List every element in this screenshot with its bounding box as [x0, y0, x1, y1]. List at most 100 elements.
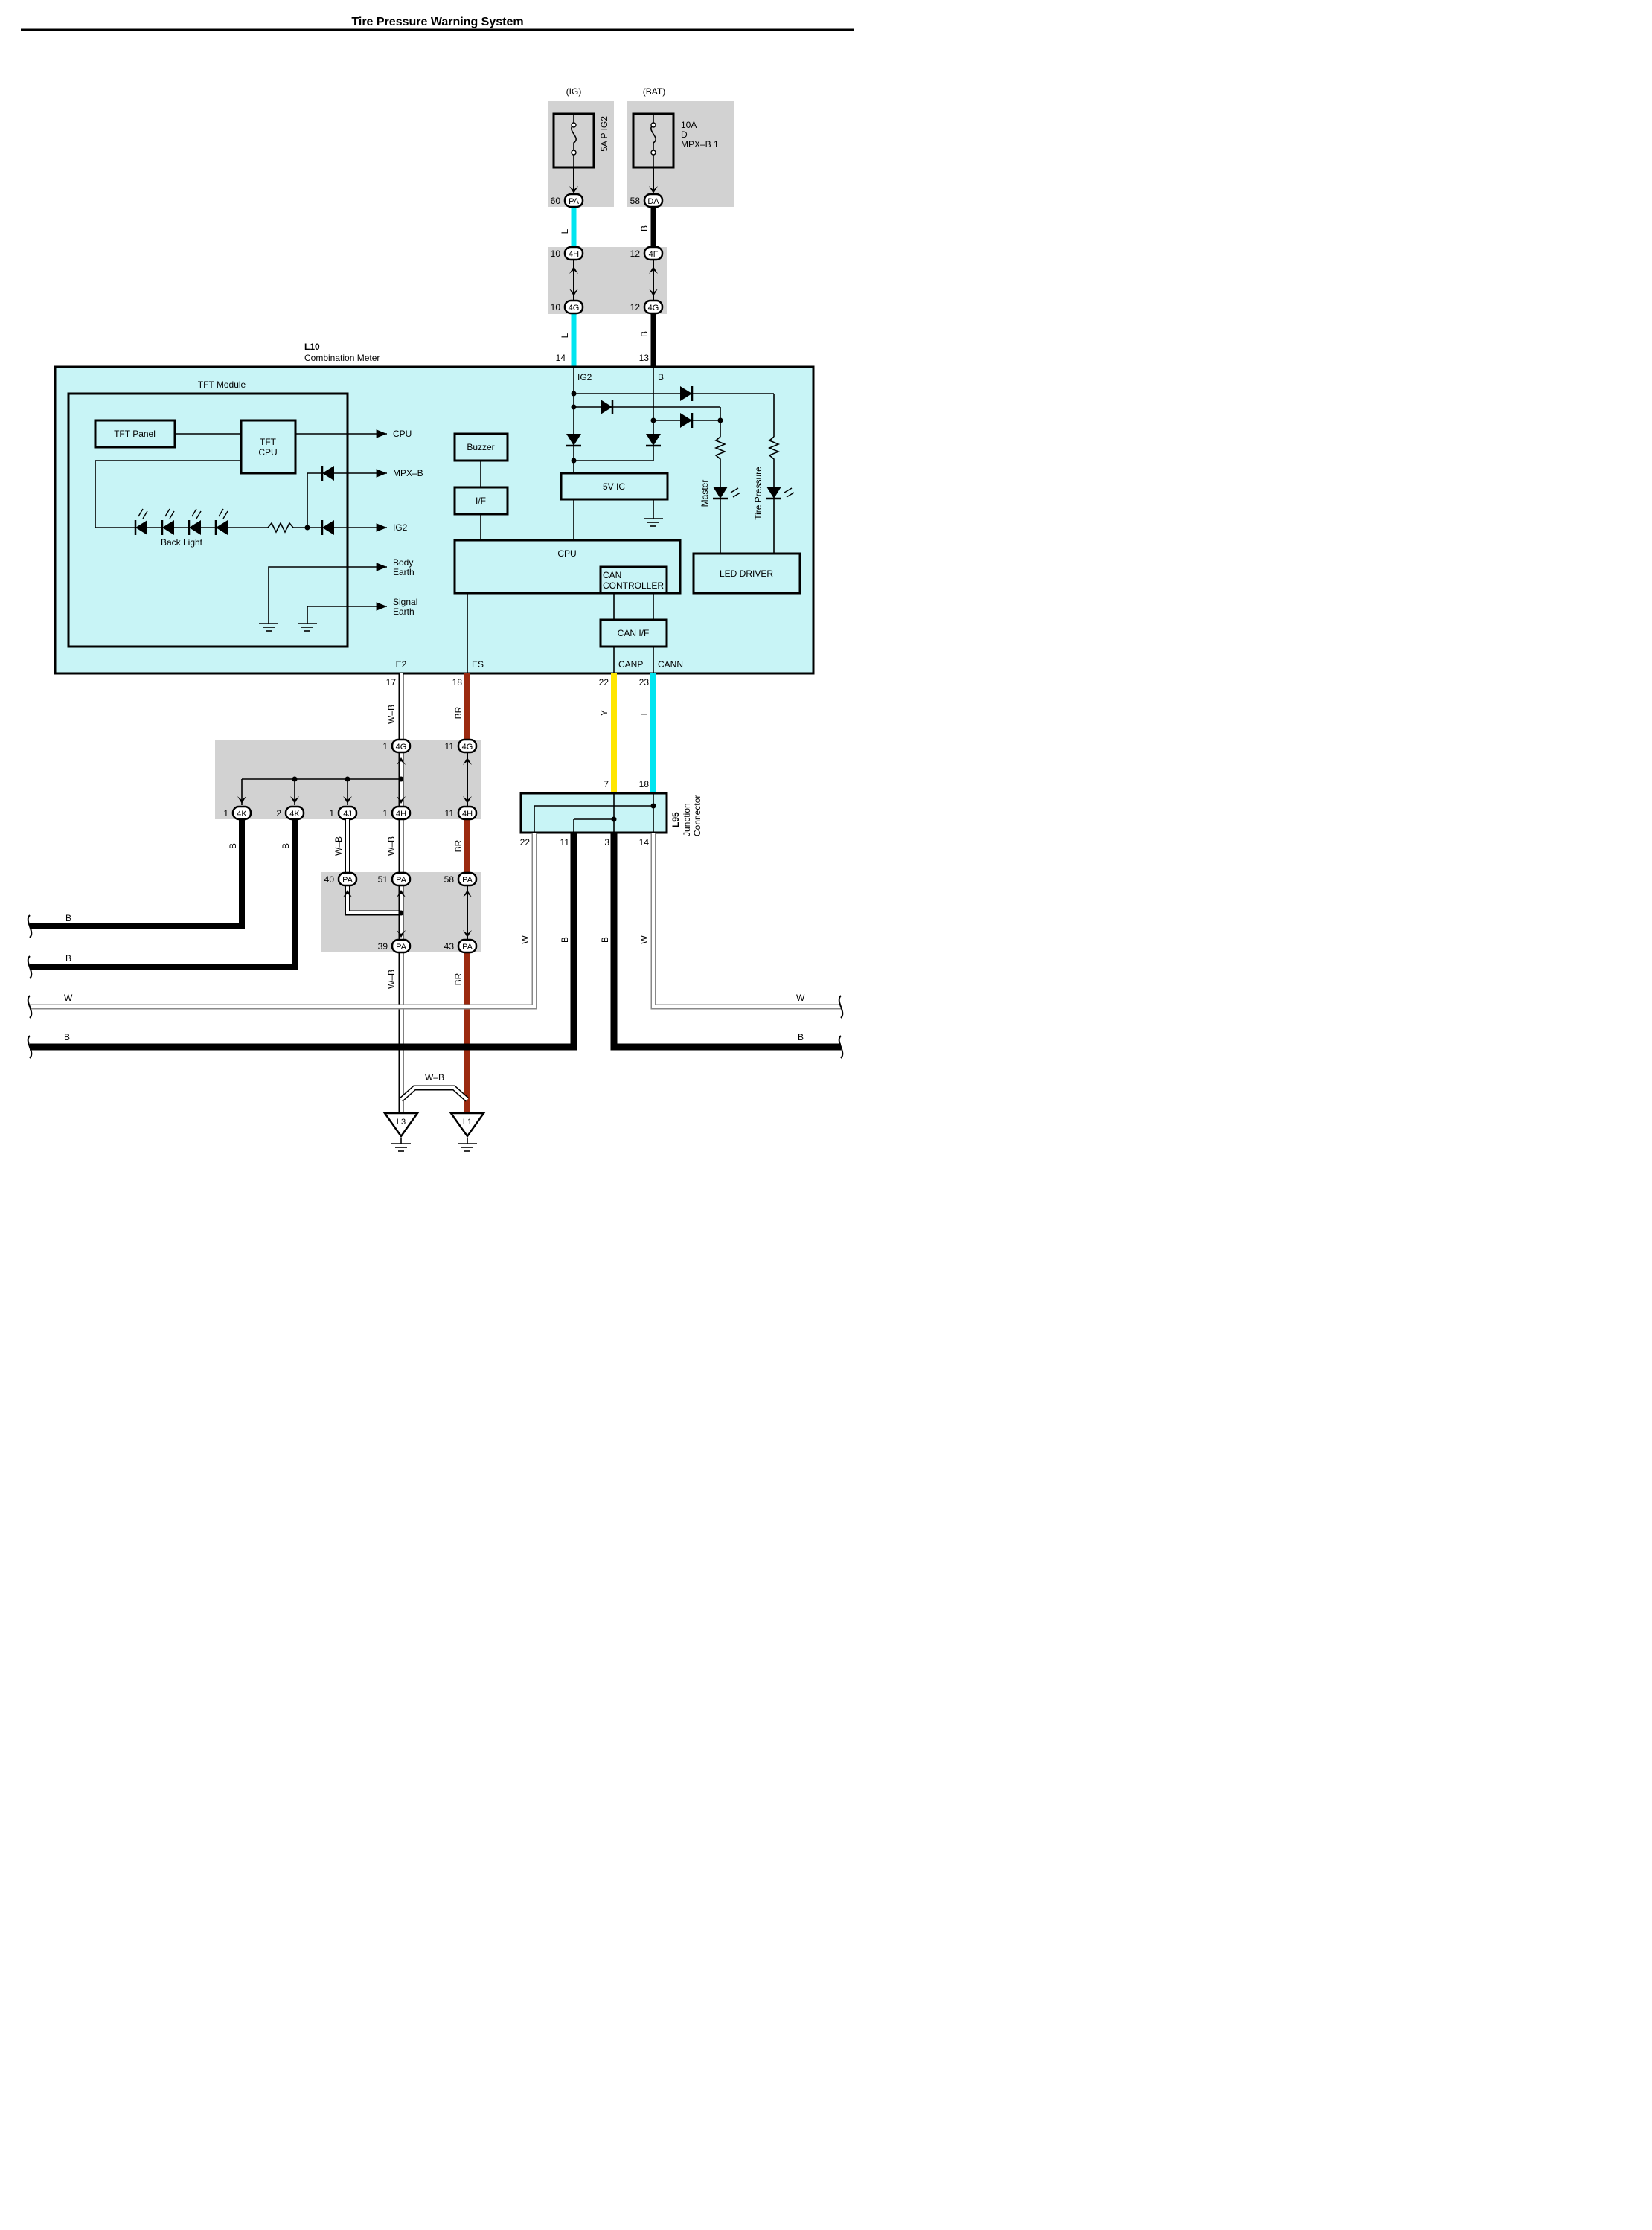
svg-text:L: L — [560, 333, 570, 338]
svg-text:B: B — [65, 913, 71, 923]
svg-text:PA: PA — [396, 943, 407, 952]
svg-text:CANN: CANN — [658, 659, 683, 670]
svg-text:22: 22 — [520, 837, 531, 848]
svg-text:B: B — [560, 937, 570, 943]
svg-text:14: 14 — [556, 353, 566, 363]
svg-text:(IG): (IG) — [566, 86, 582, 97]
l95-junction-connector: 7 18 L95 Junction Connector 22 11 3 14 — [519, 779, 702, 848]
svg-text:W–B: W–B — [386, 970, 397, 989]
svg-text:11: 11 — [445, 808, 455, 818]
meter-logic: Buzzer I/F CPU CAN CONTROLLER CAN I/F — [453, 432, 682, 673]
svg-text:4K: 4K — [237, 810, 247, 818]
svg-text:BR: BR — [453, 706, 464, 719]
svg-text:18: 18 — [639, 779, 650, 789]
svg-text:MPX–B: MPX–B — [393, 468, 423, 478]
wire-w-b-bridge — [400, 1086, 469, 1101]
fuse-bat-group: (BAT) 10A D MPX–B 1 — [627, 86, 734, 207]
svg-text:CONTROLLER: CONTROLLER — [603, 580, 664, 591]
svg-text:CPU: CPU — [393, 429, 412, 439]
svg-text:4H: 4H — [462, 810, 473, 818]
svg-text:E2: E2 — [396, 659, 407, 670]
svg-text:4G: 4G — [462, 743, 473, 752]
svg-text:10: 10 — [551, 302, 561, 313]
svg-text:4F: 4F — [649, 250, 659, 259]
svg-text:4G: 4G — [569, 304, 580, 313]
svg-text:12: 12 — [630, 249, 641, 259]
tft-panel: TFT Panel — [114, 429, 156, 439]
svg-text:Signal: Signal — [393, 597, 417, 607]
break-marks — [27, 914, 844, 1059]
svg-text:BR: BR — [453, 973, 464, 985]
svg-text:B: B — [281, 843, 291, 849]
svg-text:1: 1 — [382, 808, 388, 818]
svg-text:W–B: W–B — [386, 705, 397, 724]
svg-text:IG2: IG2 — [393, 522, 408, 533]
svg-text:DA: DA — [647, 197, 659, 206]
svg-text:58: 58 — [630, 196, 641, 206]
backlight-led-4 — [214, 508, 228, 535]
svg-text:PA: PA — [462, 943, 473, 952]
svg-text:L95: L95 — [670, 812, 681, 827]
svg-text:Earth: Earth — [393, 606, 414, 617]
tft-module: TFT Module TFT Panel TFT CPU CPU MPX–B I… — [67, 379, 423, 648]
svg-text:Connector: Connector — [692, 795, 702, 836]
svg-text:10: 10 — [551, 249, 561, 259]
meter-name: Combination Meter — [304, 353, 380, 363]
svg-text:W: W — [796, 993, 805, 1003]
fuse-ig-group: (IG) 5A P IG2 — [548, 86, 614, 207]
pin-pa-60: PA 60 — [551, 193, 584, 208]
svg-text:PA: PA — [569, 197, 580, 206]
svg-text:1: 1 — [382, 741, 388, 752]
wiring-diagram: Tire Pressure Warning System (IG) 5A P I… — [21, 16, 854, 1152]
svg-text:Junction: Junction — [682, 803, 692, 836]
svg-text:11: 11 — [445, 741, 455, 752]
svg-text:PA: PA — [396, 876, 407, 885]
svg-text:B: B — [228, 843, 238, 849]
svg-text:TFT Module: TFT Module — [198, 379, 246, 390]
svg-text:43: 43 — [444, 941, 455, 952]
svg-text:B: B — [639, 331, 650, 337]
svg-text:10A: 10A — [681, 120, 697, 130]
wire-b-left — [30, 833, 577, 1051]
svg-text:L3: L3 — [397, 1118, 406, 1127]
pa-connector-block: PA 40 PA 51 PA 58 PA 39 PA 43 — [321, 871, 481, 954]
svg-text:23: 23 — [639, 677, 650, 688]
backlight-led-3 — [188, 508, 202, 535]
svg-text:W–B: W–B — [425, 1072, 444, 1083]
svg-text:PA: PA — [342, 876, 353, 885]
svg-text:(BAT): (BAT) — [643, 86, 665, 97]
svg-text:B: B — [64, 1032, 70, 1042]
five-volt-ic: 5V IC — [603, 481, 625, 492]
svg-text:BR: BR — [453, 839, 464, 852]
wire-b-4k-2 — [30, 819, 298, 970]
svg-text:CAN: CAN — [603, 570, 621, 580]
svg-text:4G: 4G — [396, 743, 407, 752]
svg-text:W–B: W–B — [333, 836, 344, 856]
combination-meter — [54, 365, 815, 675]
svg-text:CPU: CPU — [258, 447, 277, 458]
page-title: Tire Pressure Warning System — [351, 16, 523, 28]
svg-text:60: 60 — [551, 196, 561, 206]
svg-text:4J: 4J — [343, 810, 352, 818]
svg-text:12: 12 — [630, 302, 641, 313]
svg-text:IG2: IG2 — [577, 372, 592, 382]
svg-text:17: 17 — [386, 677, 397, 688]
buzzer: Buzzer — [467, 442, 494, 452]
tft-cpu: TFT — [260, 437, 277, 447]
master-led-label: Master — [699, 480, 710, 507]
svg-text:CANP: CANP — [618, 659, 643, 670]
backlight-led-2 — [161, 508, 175, 535]
svg-text:4H: 4H — [569, 250, 579, 259]
svg-text:W: W — [520, 935, 531, 944]
svg-text:W: W — [64, 993, 73, 1003]
svg-text:4G: 4G — [648, 304, 659, 313]
svg-text:Y: Y — [599, 710, 609, 716]
svg-text:L: L — [560, 228, 570, 234]
svg-text:58: 58 — [444, 874, 455, 885]
svg-text:14: 14 — [639, 837, 650, 848]
back-light-label: Back Light — [161, 537, 203, 548]
wire-b-right — [610, 833, 841, 1051]
svg-text:W–B: W–B — [386, 836, 397, 856]
svg-text:1: 1 — [329, 808, 334, 818]
svg-text:11: 11 — [560, 837, 570, 848]
